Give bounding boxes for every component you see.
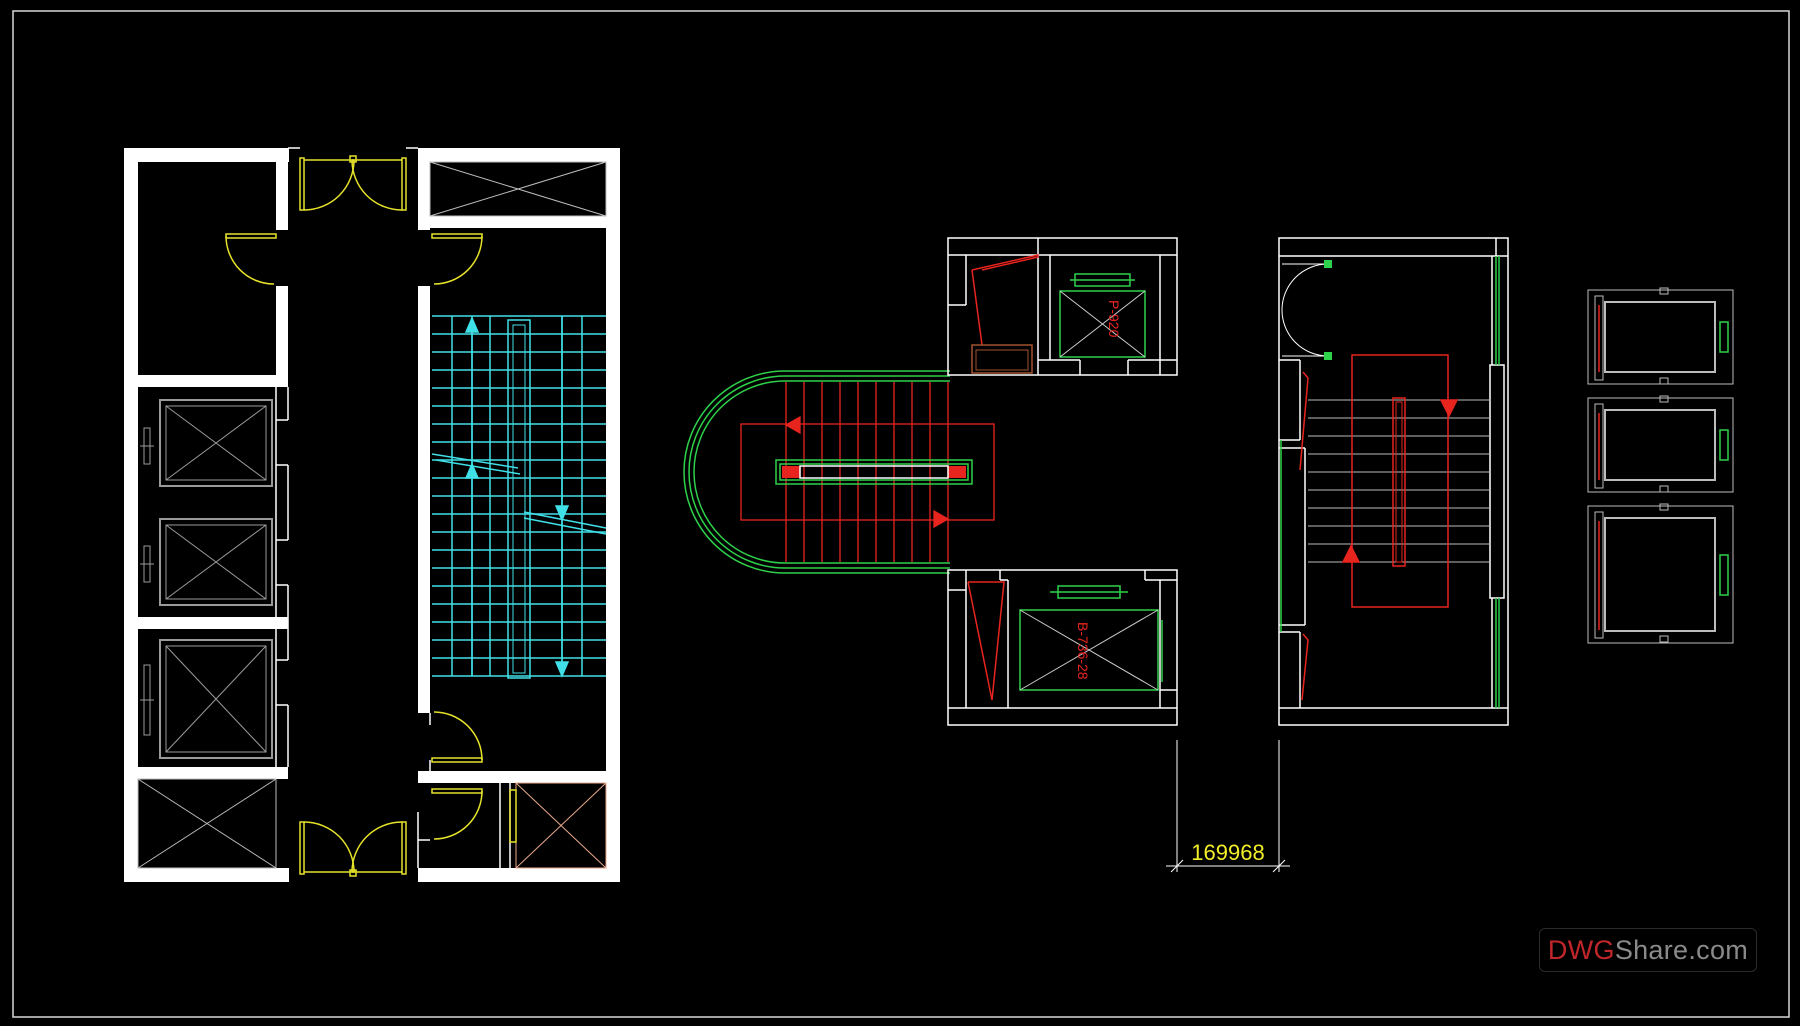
dimension-line [1166,740,1290,873]
elevator-car-details [1587,287,1734,644]
right-stair-plan [1278,237,1509,726]
left-core-doors [225,155,517,877]
left-core-plan [124,147,620,882]
middle-stair [740,382,995,562]
left-core-walls [124,148,620,882]
right-stair-treads [1308,399,1490,563]
watermark-part-a: DWG [1547,934,1615,965]
elevator-tag-bottom: B-736-28 [1075,622,1091,680]
watermark-part-b: Share.com [1614,934,1749,965]
middle-core-plan: P-920 B-736-28 [683,237,1178,726]
left-storage-boxes [137,161,607,869]
dimension-value: 169968 [1191,840,1264,865]
drawing-frame [12,10,1790,1018]
middle-curved-rail [683,370,950,574]
middle-top-elevator-room [947,237,1178,376]
left-stair [431,315,607,679]
left-elevator-cars [140,399,273,759]
middle-bottom-elevator-room [947,569,1178,726]
elevator-tag-top: P-920 [1106,300,1122,338]
